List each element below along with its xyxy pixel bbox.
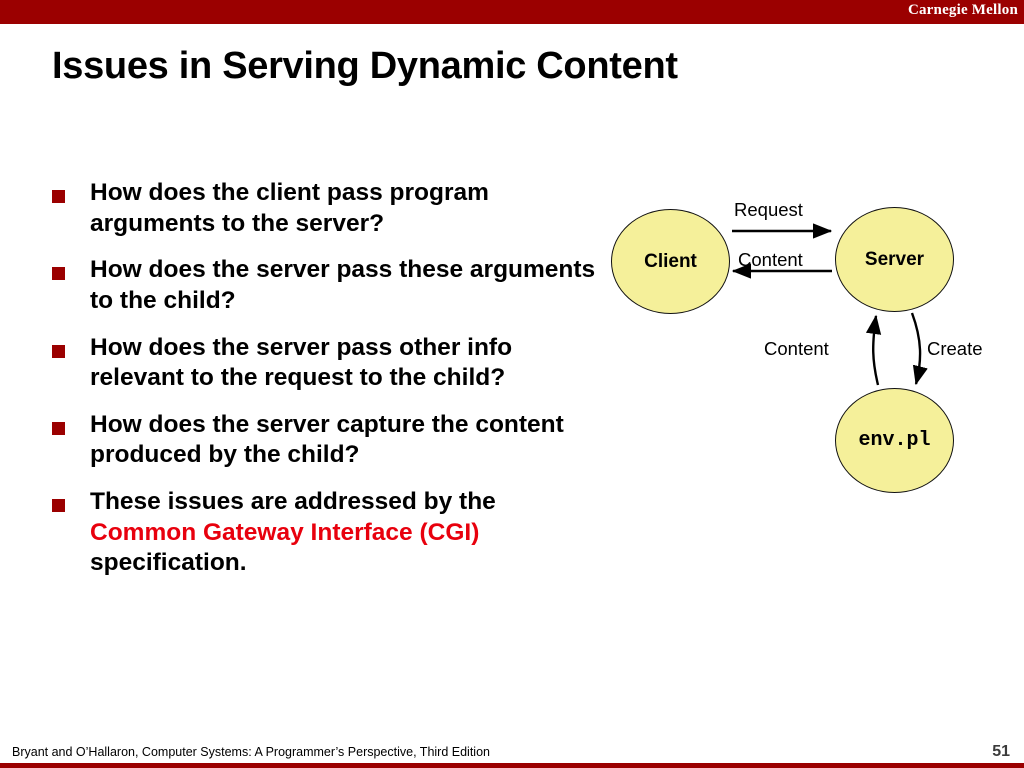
- square-bullet-icon: [52, 267, 65, 281]
- node-label: env.pl: [858, 429, 931, 452]
- node-label: Server: [864, 248, 925, 270]
- diagram-node-client: Client: [611, 209, 730, 314]
- footer-accent-bar: [0, 763, 1024, 768]
- edge-label-content-bottom: Content: [764, 338, 829, 359]
- node-label: Client: [644, 250, 697, 272]
- list-item: How does the server capture the content …: [52, 410, 597, 471]
- cgi-flow-diagram: Client Server env.pl Request Content Con…: [600, 175, 1000, 505]
- edge-label-request: Request: [734, 199, 803, 220]
- footer-citation: Bryant and O’Hallaron, Computer Systems:…: [12, 745, 490, 759]
- bullet-text: How does the client pass program argumen…: [90, 179, 489, 237]
- page-title: Issues in Serving Dynamic Content: [52, 45, 678, 87]
- list-item: How does the server pass these arguments…: [52, 255, 597, 316]
- bullet-list: How does the client pass program argumen…: [52, 178, 597, 595]
- page-number: 51: [992, 743, 1010, 760]
- bullet-text: How does the server pass other info rele…: [90, 333, 513, 392]
- bullet-text: How does the server pass these arguments…: [90, 256, 596, 314]
- diagram-node-env: env.pl: [835, 388, 954, 493]
- bullet-text-cgi: These issues are addressed by the Common…: [90, 488, 496, 576]
- bullet-text-prefix: These issues are addressed by the: [90, 488, 496, 515]
- list-item: How does the client pass program argumen…: [52, 178, 597, 239]
- list-item: How does the server pass other info rele…: [52, 333, 597, 394]
- cgi-highlight: Common Gateway Interface (CGI): [90, 518, 480, 546]
- diagram-node-server: Server: [835, 207, 954, 312]
- square-bullet-icon: [52, 421, 65, 435]
- list-item: These issues are addressed by the Common…: [52, 487, 597, 579]
- square-bullet-icon: [52, 344, 65, 358]
- institution-label: Carnegie Mellon: [907, 2, 1018, 18]
- top-banner: Carnegie Mellon: [0, 0, 1024, 24]
- edge-label-create: Create: [927, 338, 983, 359]
- square-bullet-icon: [52, 499, 65, 512]
- bullet-text: How does the server capture the content …: [90, 410, 564, 469]
- bullet-text-suffix: specification.: [90, 549, 247, 577]
- edge-label-content-top: Content: [738, 249, 803, 270]
- diagram-arrows: [731, 223, 928, 386]
- square-bullet-icon: [52, 190, 65, 203]
